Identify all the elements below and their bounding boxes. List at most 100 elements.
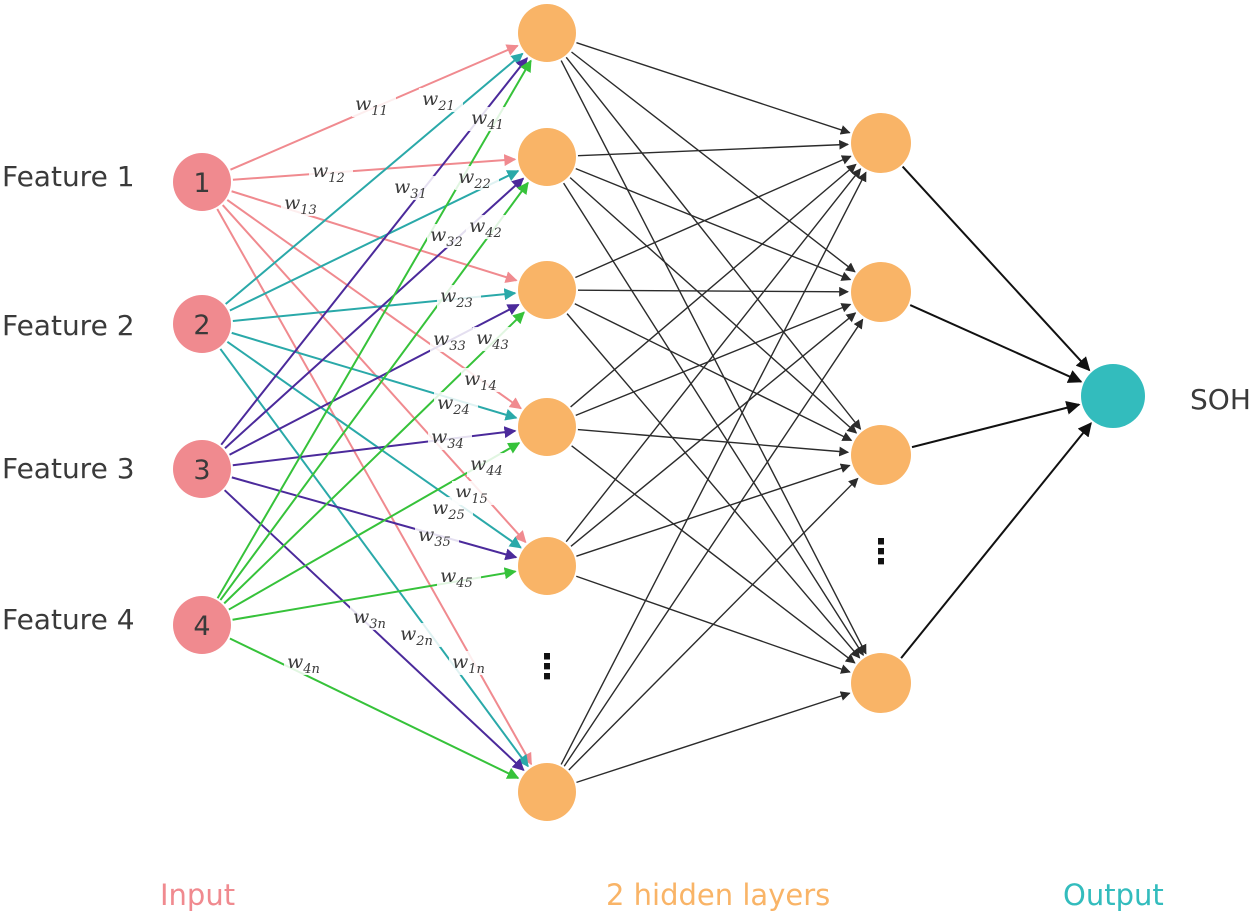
feature-3-label: Feature 3: [2, 452, 135, 485]
hidden-section-label: 2 hidden layers: [606, 878, 831, 912]
weight-label-bg: [449, 651, 493, 675]
edge-hidden1-6-hidden2-1: [560, 171, 867, 765]
soh-label: SOH: [1190, 383, 1251, 416]
edge-hidden2-3-output: [911, 400, 1081, 449]
edge-hidden2-4-output: [900, 422, 1092, 659]
weight-label-bg: [455, 166, 499, 190]
weight-label-w43: w43: [476, 327, 509, 353]
edge-input1-hidden1-3: [231, 190, 518, 283]
weight-label-bg: [284, 651, 328, 675]
edge-hidden1-3-hidden2-2: [577, 286, 849, 297]
hidden1-ellipsis: ⋮: [530, 647, 564, 687]
edge-hidden1-6-hidden2-3: [568, 477, 859, 771]
weight-label-bg: [309, 160, 353, 184]
weight-label-w12: w12: [312, 160, 345, 186]
edge-hidden1-5-hidden2-1: [565, 168, 862, 543]
edge-input2-hidden1-6: [219, 348, 529, 768]
hidden1-node-3: [518, 261, 576, 319]
weight-label-bg: [428, 426, 472, 450]
edge-input2-hidden1-2: [229, 170, 520, 312]
edges-group: [216, 42, 1092, 784]
edge-hidden2-1-output: [901, 165, 1091, 372]
edge-input3-hidden1-6: [223, 489, 525, 771]
input-node-1-number: 1: [193, 168, 210, 199]
hidden1-node-6: [518, 763, 576, 821]
weight-label-w23: w23: [440, 285, 473, 311]
weight-label-bg: [352, 93, 396, 117]
weight-label-w3n: w3n: [353, 606, 386, 632]
input-node-2: [173, 295, 231, 353]
input-node-4: [173, 596, 231, 654]
input-node-1: [173, 153, 231, 211]
weight-label-w21: w21: [422, 88, 455, 114]
weight-label-w1n: w1n: [452, 651, 485, 677]
edge-hidden1-6-hidden2-4: [576, 691, 851, 784]
weight-label-bg: [281, 192, 325, 216]
edge-hidden1-4-hidden2-2: [575, 303, 852, 417]
edge-hidden1-5-hidden2-3: [576, 463, 851, 557]
hidden2-ellipsis: ⋮: [864, 532, 898, 572]
edge-input1-hidden1-2: [232, 154, 517, 181]
weight-label-bg: [437, 285, 481, 309]
weight-label-w14: w14: [464, 368, 497, 394]
edge-hidden1-2-hidden2-2: [575, 167, 852, 281]
hidden2-node-1: [851, 113, 911, 173]
weight-label-w45: w45: [440, 565, 473, 591]
output-node: [1081, 364, 1145, 428]
weight-label-bg: [429, 497, 473, 521]
edge-input4-hidden1-3: [223, 311, 525, 605]
edge-hidden1-1-hidden2-1: [576, 42, 851, 135]
hidden1-node-4: [518, 398, 576, 456]
edge-input2-hidden1-1: [225, 52, 524, 305]
weight-label-w24: w24: [437, 392, 470, 418]
weight-label-w22: w22: [458, 166, 491, 192]
edge-hidden1-3-hidden2-3: [574, 303, 853, 442]
edge-hidden1-4-hidden2-3: [577, 428, 850, 457]
weight-label-bg: [415, 524, 459, 548]
edge-hidden1-2-hidden2-1: [577, 139, 850, 157]
edge-input4-hidden1-6: [229, 637, 520, 779]
weight-label-bg: [397, 623, 441, 647]
hidden2-node-4: [851, 653, 911, 713]
weight-label-bg: [461, 368, 505, 392]
edge-input4-hidden1-2: [219, 181, 529, 601]
weight-label-w44: w44: [470, 453, 503, 479]
edge-hidden1-1-hidden2-3: [565, 56, 862, 430]
weight-label-bg: [391, 176, 435, 200]
weight-label-w31: w31: [394, 176, 427, 202]
edge-hidden1-2-hidden2-4: [563, 182, 864, 656]
weight-label-w13: w13: [284, 192, 317, 218]
weight-label-bg: [437, 565, 481, 589]
edge-hidden1-5-hidden2-2: [570, 312, 857, 547]
hidden1-node-5: [518, 537, 576, 595]
weight-label-w32: w32: [430, 224, 463, 250]
feature-4-label: Feature 4: [2, 603, 135, 636]
edge-hidden1-3-hidden2-1: [575, 155, 852, 279]
weight-label-bg: [430, 328, 474, 352]
weight-label-w33: w33: [433, 328, 466, 354]
weight-label-w2n: w2n: [400, 623, 433, 649]
weight-label-bg: [427, 224, 471, 248]
edge-hidden2-2-output: [909, 304, 1083, 383]
feature-2-label: Feature 2: [2, 309, 135, 342]
weight-label-bg: [473, 327, 517, 351]
hidden2-node-3: [851, 425, 911, 485]
weight-label-bg: [466, 215, 510, 239]
edge-input4-hidden1-1: [216, 59, 532, 599]
weight-label-bg: [434, 392, 478, 416]
edge-hidden1-1-hidden2-4: [560, 60, 867, 655]
weight-label-bg: [419, 88, 463, 112]
weight-label-w25: w25: [432, 497, 465, 523]
weight-label-w42: w42: [469, 215, 502, 241]
input-node-2-number: 2: [193, 310, 210, 341]
weight-label-bg: [350, 606, 394, 630]
input-node-4-number: 4: [193, 611, 210, 642]
weight-label-bg: [467, 453, 511, 477]
hidden1-node-1: [518, 4, 576, 62]
edge-hidden1-3-hidden2-4: [566, 313, 861, 659]
weight-label-w4n: w4n: [287, 651, 320, 677]
